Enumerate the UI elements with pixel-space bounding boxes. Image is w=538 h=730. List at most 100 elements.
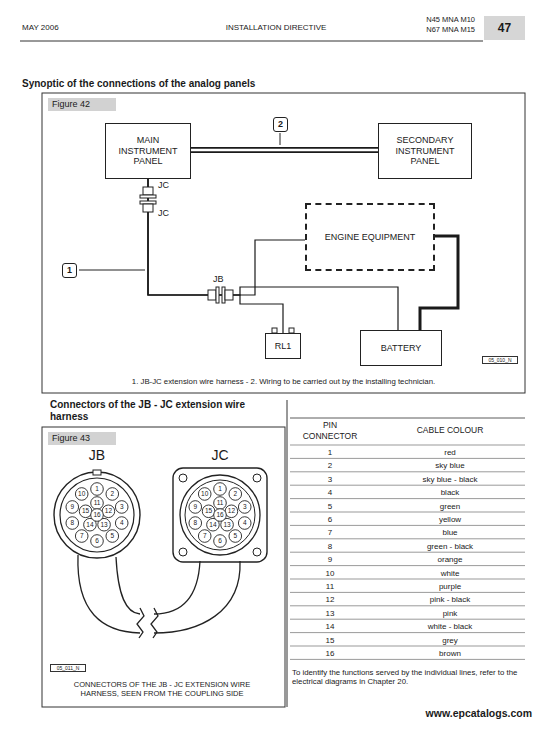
table-cell: 14	[298, 620, 362, 633]
pin-number: 14	[83, 520, 97, 530]
pin-socket	[214, 483, 227, 496]
table-cell: 10	[298, 567, 362, 580]
table-cell: 2	[298, 459, 362, 472]
pin-number: 11	[213, 498, 227, 508]
table-rule	[290, 512, 525, 513]
pin-number: 2	[228, 489, 242, 499]
pin-socket	[91, 483, 104, 496]
leader-line	[79, 270, 145, 271]
leader-line	[280, 133, 281, 145]
table-cell: white - black	[385, 620, 515, 633]
pin-socket	[75, 530, 88, 543]
panel-box: MAIN INSTRUMENT PANEL	[105, 123, 191, 179]
table-cell: 8	[298, 540, 362, 553]
callout-number: 1	[62, 263, 77, 278]
figure-label: Figure 43	[48, 432, 116, 445]
pin-number: 7	[75, 531, 89, 541]
table-rule	[290, 659, 525, 660]
pin-number: 15	[79, 506, 93, 516]
pin-number: 5	[228, 531, 242, 541]
table-cell: blue	[385, 526, 515, 539]
pin-socket	[238, 501, 251, 514]
pin-number: 4	[238, 518, 252, 528]
box-text: RL1	[275, 341, 292, 352]
box-text: SECONDARY INSTRUMENT PANEL	[383, 135, 467, 167]
note-text: To identify the functions served by the …	[292, 668, 525, 687]
relay-box: RL1	[265, 333, 301, 359]
table-cell: 3	[298, 473, 362, 486]
box-text: ENGINE EQUIPMENT	[325, 232, 416, 243]
pin-number: 9	[65, 502, 79, 512]
table-cell: 13	[298, 607, 362, 620]
table-cell: yellow	[385, 513, 515, 526]
pin-number: 9	[188, 502, 202, 512]
pin-socket	[91, 497, 104, 510]
pin-socket	[91, 509, 104, 522]
table-cell: green	[385, 500, 515, 513]
table-cell: purple	[385, 580, 515, 593]
panel-box: SECONDARY INSTRUMENT PANEL	[378, 123, 472, 179]
table-cell: 7	[298, 526, 362, 539]
connector-name: JB	[77, 447, 117, 464]
pin-number: 5	[105, 531, 119, 541]
pin-socket	[91, 535, 104, 548]
harness-cable	[78, 555, 240, 638]
pin-number: 6	[213, 536, 227, 546]
table-cell: grey	[385, 634, 515, 647]
table-cell: 5	[298, 500, 362, 513]
drawing-code: 05_010_N	[482, 356, 518, 364]
equipment-box: ENGINE EQUIPMENT	[305, 203, 435, 271]
table-cell: green - black	[385, 540, 515, 553]
pin-number: 13	[97, 520, 111, 530]
table-cell: brown	[385, 647, 515, 660]
table-rule	[290, 592, 525, 593]
pin-socket	[225, 505, 238, 518]
wire-connector	[148, 179, 283, 333]
pin-number: 2	[105, 489, 119, 499]
pin-socket	[115, 517, 128, 530]
table-rule	[290, 579, 525, 580]
battery-box: BATTERY	[360, 330, 442, 366]
table-rule	[290, 619, 525, 620]
pin-number: 13	[220, 520, 234, 530]
pin-number: 6	[90, 536, 104, 546]
table-cell: 16	[298, 647, 362, 660]
jc-connector-symbol	[140, 187, 156, 212]
pin-socket	[189, 501, 202, 514]
table-rule	[290, 552, 525, 553]
pin-number: 11	[90, 498, 104, 508]
table-rule	[290, 646, 525, 647]
table-cell: 4	[298, 486, 362, 499]
pin-number: 10	[198, 489, 212, 499]
pin-socket	[189, 517, 202, 530]
box-text: MAIN INSTRUMENT PANEL	[110, 135, 186, 167]
table-rule	[290, 445, 525, 446]
figure-frame	[42, 427, 285, 707]
jb-connector-symbol	[208, 287, 233, 303]
connector-name: JB	[213, 274, 224, 285]
pin-socket	[79, 505, 92, 518]
pin-number: 8	[65, 518, 79, 528]
callout-number: 2	[273, 117, 288, 132]
pin-socket	[102, 505, 115, 518]
wire-connector	[191, 147, 378, 153]
pin-socket	[198, 488, 211, 501]
table-cell: sky blue	[385, 459, 515, 472]
table-rule	[290, 471, 525, 472]
pin-socket	[66, 501, 79, 514]
table-cell: 15	[298, 634, 362, 647]
pin-number: 16	[90, 510, 104, 520]
table-rule	[290, 565, 525, 566]
table-cell: 11	[298, 580, 362, 593]
wire-connector	[148, 179, 305, 295]
header-date: MAY 2006	[22, 23, 59, 33]
pin-number: 1	[90, 484, 104, 494]
pin-number: 14	[206, 520, 220, 530]
pin-socket	[198, 530, 211, 543]
pin-socket	[66, 517, 79, 530]
pin-number: 3	[238, 502, 252, 512]
header-model: N67 MNA M15	[385, 25, 475, 34]
drawing-code: 05_011_N	[50, 664, 86, 672]
pin-socket	[106, 530, 119, 543]
header-model: N45 MNA M10	[385, 15, 475, 24]
